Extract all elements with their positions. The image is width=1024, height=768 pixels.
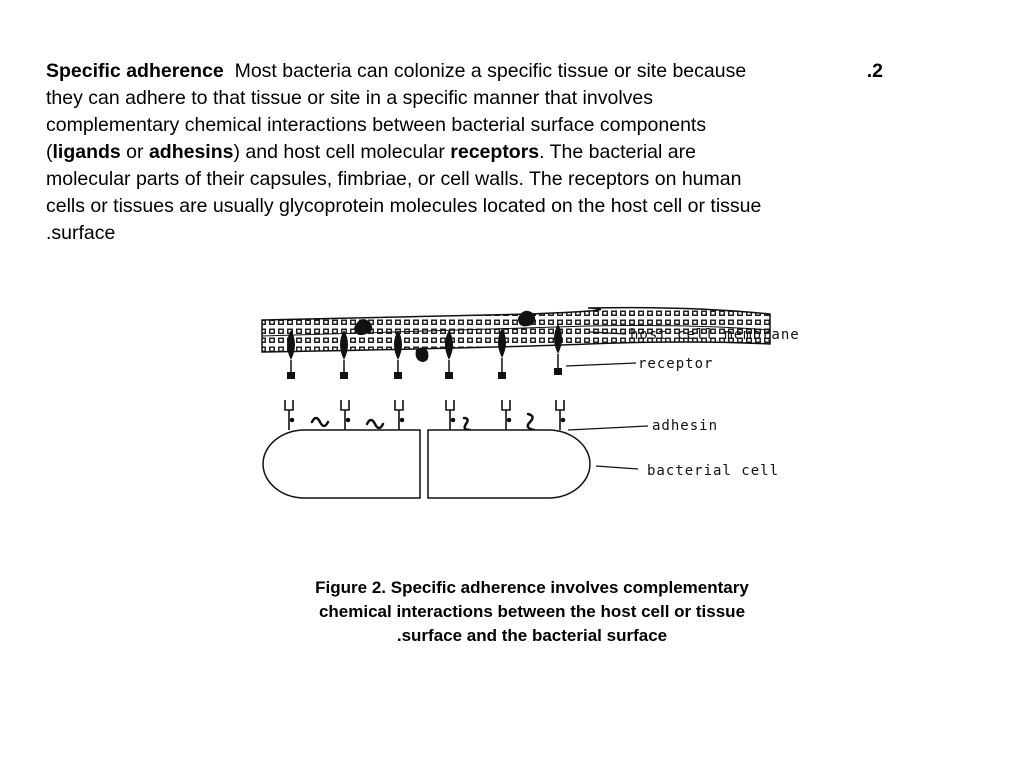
adhesin-molecule xyxy=(555,400,566,430)
term-receptors: receptors xyxy=(450,141,540,163)
bacterial-cell xyxy=(262,429,591,499)
paragraph-text: . The bacterial are xyxy=(539,141,696,163)
receptor-molecules xyxy=(287,324,562,379)
adhesin-molecules xyxy=(284,400,566,430)
caption-line-1: Figure 2. Specific adherence involves co… xyxy=(315,578,749,597)
label-host-cell-membrane: host cell membrane xyxy=(630,327,800,343)
item-number: .2 xyxy=(866,60,883,82)
body-paragraph: Specific adherence Most bacteria can col… xyxy=(46,58,891,247)
label-leader-lines xyxy=(565,331,649,470)
paren-open: ( xyxy=(46,141,53,163)
paragraph-line-6: cells or tissues are usually glycoprotei… xyxy=(46,195,762,217)
figure-caption: Figure 2. Specific adherence involves co… xyxy=(230,576,834,648)
adhesin-molecule xyxy=(501,400,512,430)
paragraph-line-4: (ligands or adhesins) and host cell mole… xyxy=(46,139,891,166)
term-ligands: ligands xyxy=(52,141,121,163)
paragraph-line-2: they can adhere to that tissue or site i… xyxy=(46,87,653,109)
label-bacterial-cell: bacterial cell xyxy=(647,463,779,479)
receptor-molecule xyxy=(394,330,402,379)
adhesin-molecule xyxy=(284,400,295,430)
adherence-diagram: host cell membrane receptor adhesin bact… xyxy=(250,300,830,510)
paragraph-text: Most bacteria can colonize a specific ti… xyxy=(234,60,747,82)
label-receptor: receptor xyxy=(638,356,713,372)
receptor-molecule xyxy=(498,328,506,379)
caption-line-2: chemical interactions between the host c… xyxy=(318,602,746,621)
receptor-molecule xyxy=(287,330,295,379)
adhesin-molecule xyxy=(394,400,405,430)
paragraph-line-5: molecular parts of their capsules, fimbr… xyxy=(46,168,742,190)
receptor-molecule xyxy=(340,330,348,379)
receptor-molecule xyxy=(554,324,562,375)
paragraph-text: ) and host cell molecular xyxy=(233,141,451,163)
ligand-blobs xyxy=(354,310,536,362)
adhesin-molecule xyxy=(340,400,351,430)
receptor-molecule xyxy=(445,330,453,379)
term-specific-adherence: Specific adherence xyxy=(46,60,224,82)
adhesin-molecule xyxy=(445,400,456,430)
paragraph-line-3: complementary chemical interactions betw… xyxy=(46,114,707,136)
term-adhesins: adhesins xyxy=(148,141,234,163)
paragraph-line-1: Specific adherence Most bacteria can col… xyxy=(46,58,891,85)
caption-line-3: .surface and the bacterial surface xyxy=(396,626,668,645)
conjunction-or: or xyxy=(120,141,149,163)
paragraph-line-7: .surface xyxy=(46,222,116,244)
label-adhesin: adhesin xyxy=(652,418,718,434)
